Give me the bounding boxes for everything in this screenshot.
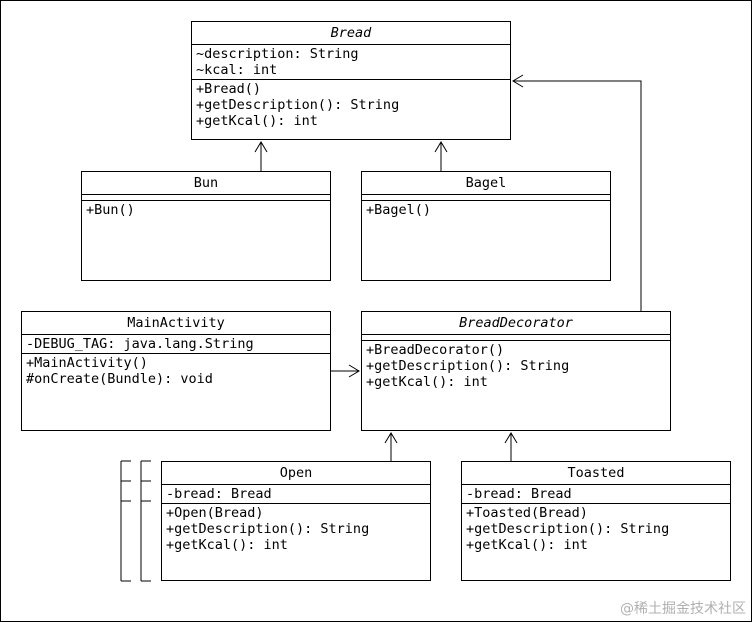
methods-section: +Bread() +getDescription(): String +getK… <box>192 80 510 130</box>
method: +getKcal(): int <box>366 374 488 390</box>
methods-section: +Toasted(Bread) +getDescription(): Strin… <box>462 504 730 554</box>
arrow-head-icon <box>348 364 360 378</box>
methods-section: +BreadDecorator() +getDescription(): Str… <box>362 341 670 391</box>
attribute: -DEBUG_TAG: java.lang.String <box>26 336 254 352</box>
method: +getDescription(): String <box>166 521 370 537</box>
attribute: -bread: Bread <box>466 486 572 502</box>
class-name: BreadDecorator <box>362 312 670 335</box>
attribute: -bread: Bread <box>166 486 272 502</box>
attribute: ~description: String <box>196 46 359 62</box>
class-name: Open <box>162 462 430 485</box>
attribute: ~kcal: int <box>196 62 278 78</box>
arrow-head-icon <box>504 432 518 444</box>
edge-decorator-to-bread <box>513 80 642 311</box>
attributes-section: -bread: Bread <box>462 485 730 504</box>
methods-section: +Bagel() <box>362 201 610 219</box>
methods-section: +MainActivity() #onCreate(Bundle): void <box>22 354 330 388</box>
class-name: MainActivity <box>22 312 330 335</box>
bracket-marks <box>120 460 151 582</box>
class-bread: Bread ~description: String ~kcal: int +B… <box>191 21 511 140</box>
arrow-head-icon <box>384 432 398 444</box>
method: +getDescription(): String <box>466 521 670 537</box>
method: +Bagel() <box>366 202 432 218</box>
attributes-section: -DEBUG_TAG: java.lang.String <box>22 335 330 354</box>
method: +getDescription(): String <box>366 358 570 374</box>
method: +getKcal(): int <box>166 537 288 553</box>
class-name: Toasted <box>462 462 730 485</box>
method: +Bread() <box>196 81 262 97</box>
methods-section: +Open(Bread) +getDescription(): String +… <box>162 504 430 554</box>
method: +Open(Bread) <box>166 505 264 521</box>
arrow-head-icon <box>434 141 448 153</box>
method: +getKcal(): int <box>196 113 318 129</box>
attributes-section <box>362 195 610 201</box>
method: #onCreate(Bundle): void <box>26 371 213 387</box>
methods-section: +Bun() <box>82 201 330 219</box>
arrow-head-icon <box>254 141 268 153</box>
class-open: Open -bread: Bread +Open(Bread) +getDesc… <box>161 461 431 581</box>
class-toasted: Toasted -bread: Bread +Toasted(Bread) +g… <box>461 461 731 581</box>
class-name: Bun <box>82 172 330 195</box>
attributes-section: -bread: Bread <box>162 485 430 504</box>
method: +Bun() <box>86 202 135 218</box>
class-name: Bagel <box>362 172 610 195</box>
method: +BreadDecorator() <box>366 342 505 358</box>
arrow-head-icon <box>512 74 524 88</box>
watermark: @稀土掘金技术社区 <box>620 601 746 617</box>
method: +getKcal(): int <box>466 537 588 553</box>
class-bun: Bun +Bun() <box>81 171 331 281</box>
class-bread-decorator: BreadDecorator +BreadDecorator() +getDes… <box>361 311 671 431</box>
method: +Toasted(Bread) <box>466 505 588 521</box>
attributes-section: ~description: String ~kcal: int <box>192 45 510 80</box>
attributes-section <box>362 335 670 341</box>
class-bagel: Bagel +Bagel() <box>361 171 611 281</box>
method: +getDescription(): String <box>196 97 400 113</box>
class-main-activity: MainActivity -DEBUG_TAG: java.lang.Strin… <box>21 311 331 431</box>
method: +MainActivity() <box>26 355 148 371</box>
class-name: Bread <box>192 22 510 45</box>
attributes-section <box>82 195 330 201</box>
